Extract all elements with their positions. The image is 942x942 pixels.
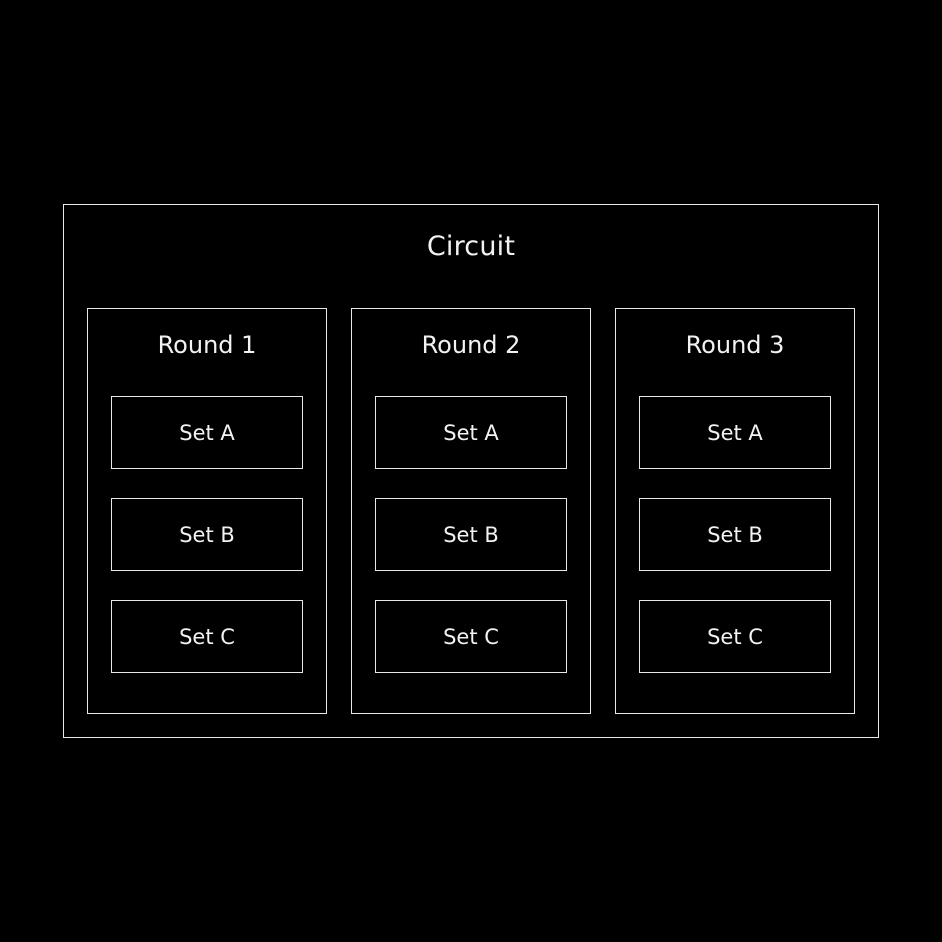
round-2-set-a: Set A — [375, 396, 567, 469]
circuit-container: Circuit Round 1 Set A Set B Set C Round … — [63, 204, 879, 738]
round-1-set-c: Set C — [111, 600, 303, 673]
round-1-set-a: Set A — [111, 396, 303, 469]
round-3-set-a: Set A — [639, 396, 831, 469]
round-2-title: Round 2 — [421, 331, 521, 359]
round-3-container: Round 3 Set A Set B Set C — [615, 308, 855, 714]
circuit-title: Circuit — [426, 231, 516, 262]
round-3-title: Round 3 — [685, 331, 785, 359]
round-2-set-c: Set C — [375, 600, 567, 673]
round-1-set-b: Set B — [111, 498, 303, 571]
round-1-container: Round 1 Set A Set B Set C — [87, 308, 327, 714]
round-3-set-c: Set C — [639, 600, 831, 673]
round-1-title: Round 1 — [157, 331, 257, 359]
round-2-set-b: Set B — [375, 498, 567, 571]
round-3-set-b: Set B — [639, 498, 831, 571]
round-2-container: Round 2 Set A Set B Set C — [351, 308, 591, 714]
